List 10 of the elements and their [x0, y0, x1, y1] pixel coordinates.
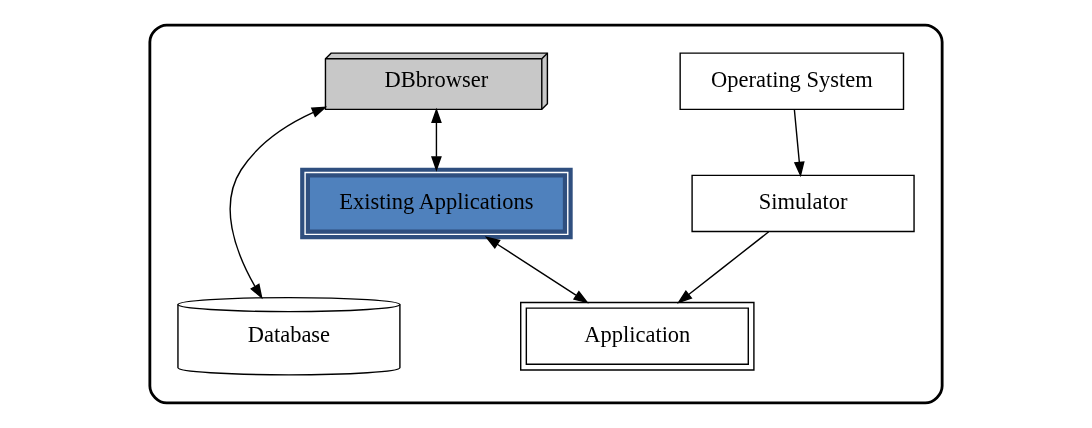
- arrow: [431, 107, 442, 172]
- node-box: Simulator: [691, 174, 915, 233]
- node-box: Application: [520, 301, 755, 371]
- arrow: [484, 236, 589, 304]
- node-box: Existing Applications: [300, 167, 573, 240]
- arrow: [229, 106, 328, 300]
- node-box: Operating System: [679, 52, 905, 111]
- cluster: [148, 23, 944, 405]
- arrow: [793, 109, 805, 178]
- arrow: [677, 231, 770, 304]
